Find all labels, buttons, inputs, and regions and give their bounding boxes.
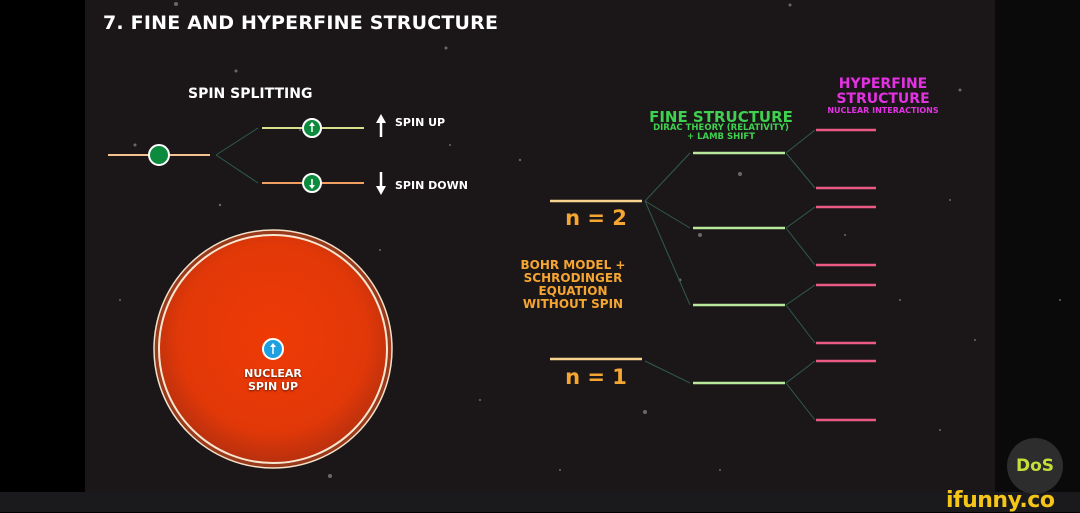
bohr-desc-line: WITHOUT SPIN: [522, 297, 624, 311]
nucleus-label: NUCLEAR SPIN UP: [223, 367, 323, 393]
spin-up-label: SPIN UP: [395, 116, 446, 129]
bottom-strip: [0, 492, 1080, 512]
hyperfine-heading-line1: HYPERFINE: [838, 76, 928, 92]
hyperfine-heading-line2: STRUCTURE: [836, 91, 930, 107]
fine-levels: [693, 151, 785, 385]
electron-spin-down-icon: [302, 173, 322, 193]
nucleus-label-line2: SPIN UP: [247, 380, 299, 393]
electron-spin-up-icon: [302, 118, 322, 138]
fine-structure-sub2: + LAMB SHIFT: [687, 132, 755, 142]
fine-structure-sub1: DIRAC THEORY (RELATIVITY): [653, 123, 789, 133]
hyperfine-structure-label: HYPERFINE STRUCTURE NUCLEAR INTERACTIONS: [808, 76, 958, 116]
spin-splitting-diagram: [108, 114, 386, 195]
fine-connectors: [644, 152, 691, 384]
page-title: 7. FINE AND HYPERFINE STRUCTURE: [103, 12, 499, 34]
right-pane: [995, 0, 1080, 492]
bohr-desc-line: BOHR MODEL +: [520, 258, 626, 272]
fine-structure-label: FINE STRUCTURE DIRAC THEORY (RELATIVITY)…: [636, 110, 806, 142]
electron-icon: [148, 144, 170, 166]
nuclear-spin-up-icon: [262, 338, 284, 360]
bohr-description: BOHR MODEL + SCHRODINGER EQUATION WITHOU…: [518, 259, 628, 311]
bohr-levels: [550, 199, 642, 361]
bohr-desc-line: SCHRODINGER: [523, 271, 623, 285]
nucleus-label-line1: NUCLEAR: [244, 367, 302, 380]
fine-structure-heading: FINE STRUCTURE: [649, 108, 793, 126]
hyperfine-levels: [816, 128, 876, 422]
hyperfine-connectors: [785, 129, 816, 421]
arrow-down-icon: [376, 172, 386, 195]
hyperfine-sub: NUCLEAR INTERACTIONS: [827, 106, 939, 115]
n2-label: n = 2: [565, 206, 627, 230]
arrow-up-icon: [376, 114, 386, 137]
bohr-desc-line: EQUATION: [538, 284, 608, 298]
n1-label: n = 1: [565, 365, 627, 389]
watermark-badge: DoS: [1007, 438, 1063, 494]
spin-splitting-heading: SPIN SPLITTING: [188, 86, 313, 102]
spin-down-label: SPIN DOWN: [395, 179, 468, 192]
star-field: [119, 2, 1061, 478]
nucleus: [153, 229, 393, 469]
watermark-site: ifunny.co: [946, 488, 1055, 513]
